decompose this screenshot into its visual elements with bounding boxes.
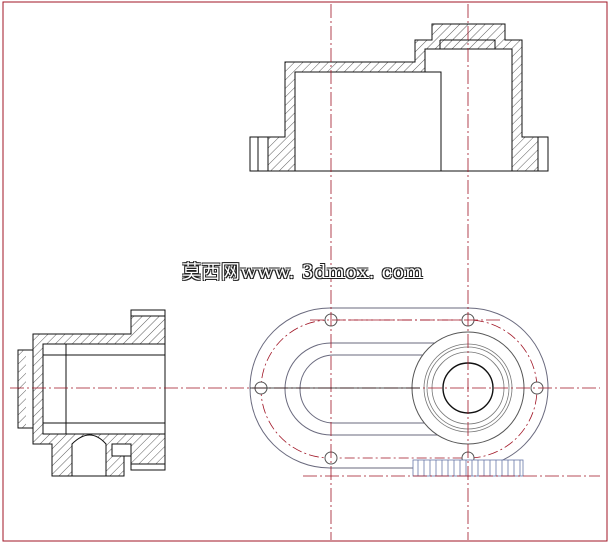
front-view-right-flange-hole [537,136,549,172]
plan-view [249,307,549,477]
side-section-view [17,309,166,477]
side-view-drain-boss [71,434,107,477]
watermark-text: 莫西网www. 3dmox. com [182,261,424,283]
front-view-left-cavity [294,71,442,172]
side-view-inner-cavity [65,354,166,424]
front-view-left-flange-hole [257,136,269,172]
front-section-view [249,23,549,172]
front-view-hatched-wall [267,23,539,172]
side-view-right-lug [130,309,166,317]
side-view-flange-hatch-left [18,350,26,428]
side-view-right-lug-bottom [130,463,166,471]
side-view-bottom-recess [111,443,132,457]
